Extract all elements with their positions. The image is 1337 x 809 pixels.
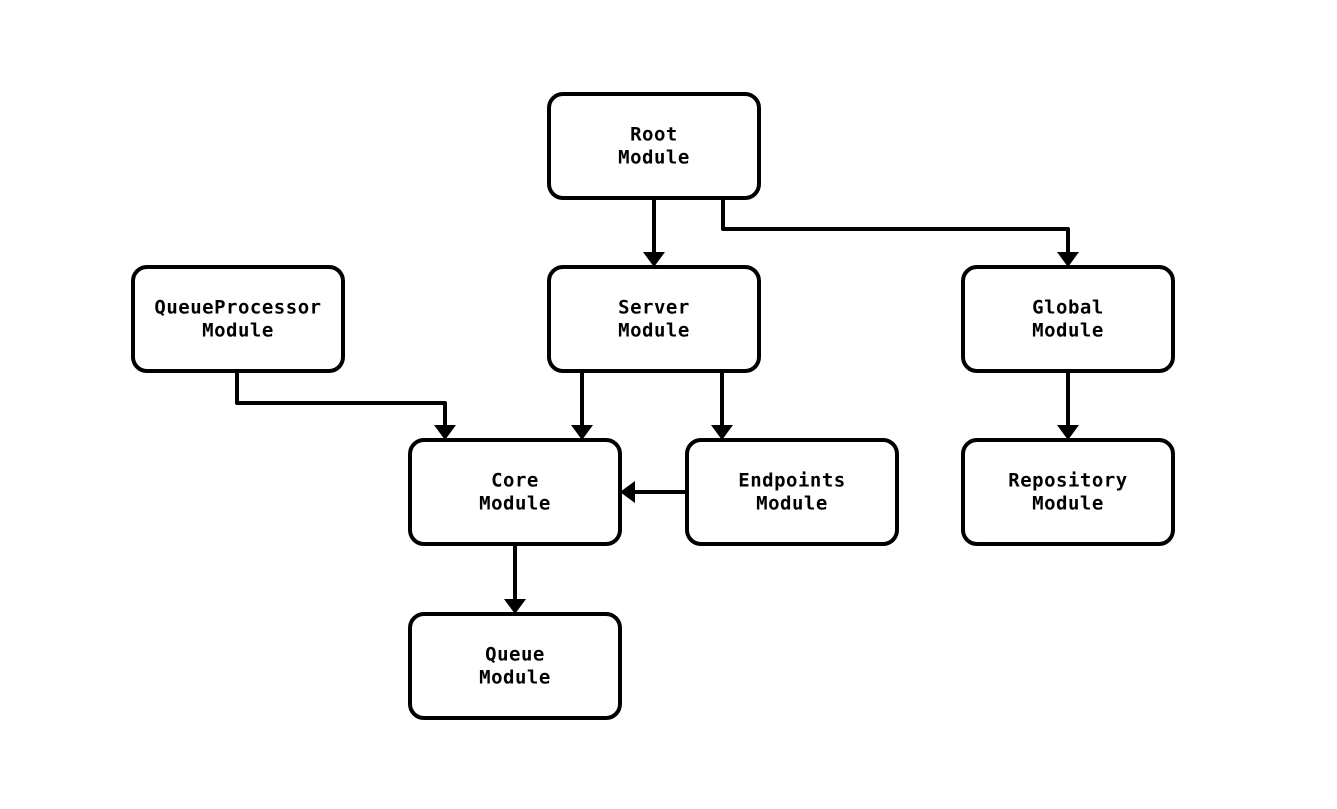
- node-box[interactable]: [685, 438, 899, 546]
- edge-arrowhead: [620, 481, 635, 503]
- node-label-line2: Module: [1032, 320, 1104, 342]
- node-box[interactable]: [131, 265, 345, 373]
- edge-core-to-queue: [504, 544, 526, 614]
- node-box[interactable]: [961, 265, 1175, 373]
- node-label-line2: Module: [756, 493, 828, 515]
- edge-endpoints-to-core: [620, 481, 687, 503]
- node-label-line1: Queue: [485, 644, 545, 666]
- edge-arrowhead: [643, 252, 665, 267]
- node-box[interactable]: [961, 438, 1175, 546]
- node-box[interactable]: [408, 438, 622, 546]
- edge-arrowhead: [1057, 425, 1079, 440]
- edge-global-to-repository: [1057, 371, 1079, 440]
- node-label-line2: Module: [479, 493, 551, 515]
- node-label-line1: Global: [1032, 297, 1104, 319]
- node-box[interactable]: [547, 265, 761, 373]
- edge-arrowhead: [504, 599, 526, 614]
- node-label-line1: Core: [491, 470, 539, 492]
- edge-server-to-endpoints: [711, 371, 733, 440]
- node-box[interactable]: [408, 612, 622, 720]
- node-label-line2: Module: [202, 320, 274, 342]
- edge-line: [235, 371, 447, 426]
- node-label-line1: Repository: [1008, 470, 1127, 492]
- node-label-line1: Server: [618, 297, 690, 319]
- node-label-line1: Root: [630, 124, 678, 146]
- node-label-line2: Module: [1032, 493, 1104, 515]
- nodes-layer: RootModuleQueueProcessorModuleServerModu…: [131, 92, 1175, 720]
- node-box[interactable]: [547, 92, 761, 200]
- edge-arrowhead: [711, 425, 733, 440]
- node-label-line2: Module: [618, 320, 690, 342]
- node-label-line1: QueueProcessor: [154, 297, 321, 319]
- edge-root-to-server: [643, 198, 665, 267]
- node-label-line2: Module: [479, 667, 551, 689]
- edges-layer: [235, 198, 1079, 614]
- edge-arrowhead: [571, 425, 593, 440]
- node-label-line1: Endpoints: [738, 470, 845, 492]
- edge-arrowhead: [434, 425, 456, 440]
- edge-arrowhead: [1057, 252, 1079, 267]
- edge-line: [721, 198, 1070, 253]
- node-label-line2: Module: [618, 147, 690, 169]
- edge-server-to-core: [571, 371, 593, 440]
- edge-root-to-global: [721, 198, 1079, 267]
- edge-queueprocessor-to-core: [235, 371, 456, 440]
